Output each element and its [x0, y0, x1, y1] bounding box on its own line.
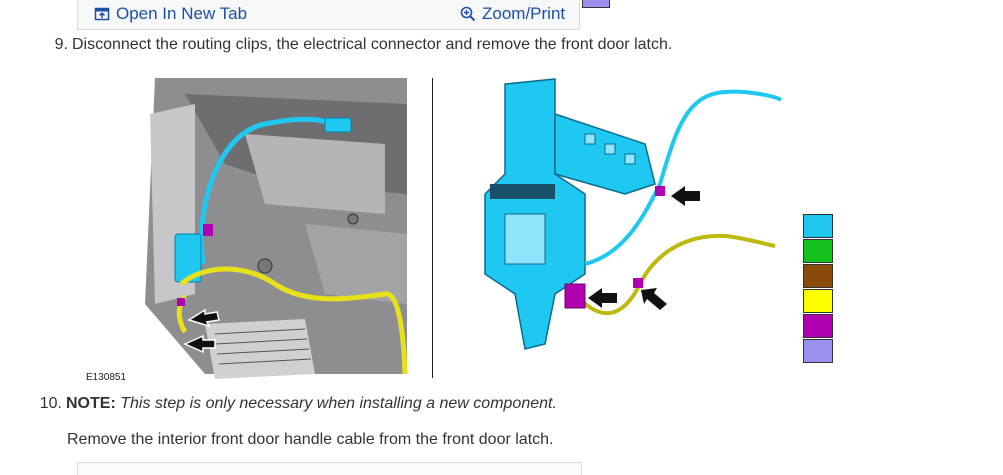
open-in-new-tab-link[interactable]: Open In New Tab — [94, 4, 247, 24]
legend-swatch — [803, 314, 833, 338]
door-latch-illustration[interactable] — [85, 74, 785, 384]
legend-swatch — [803, 264, 833, 288]
door-interior-view — [141, 78, 408, 380]
zoom-in-icon — [460, 6, 476, 22]
next-figure-frame — [77, 462, 582, 475]
legend-swatch — [803, 289, 833, 313]
legend-swatch — [803, 239, 833, 263]
step-number: 9. — [54, 36, 68, 53]
step-9: 9.Disconnect the routing clips, the elec… — [44, 35, 673, 55]
open-in-new-tab-icon — [94, 7, 110, 21]
open-in-new-tab-label: Open In New Tab — [116, 4, 248, 23]
figure-id: E130851 — [86, 372, 127, 383]
legend-swatch — [803, 339, 833, 363]
color-legend — [803, 214, 833, 364]
figure-divider — [432, 78, 433, 378]
legend-swatch — [803, 214, 833, 238]
step-text: Disconnect the routing clips, the electr… — [72, 36, 673, 53]
note-text: This step is only necessary when install… — [120, 395, 557, 412]
door-latch-view — [484, 78, 783, 350]
step-text: Remove the interior front door handle ca… — [67, 431, 554, 448]
step-10: 10.NOTE: This step is only necessary whe… — [38, 394, 557, 414]
zoom-print-link[interactable]: Zoom/Print — [460, 4, 565, 24]
legend-swatch-partial — [582, 0, 610, 8]
image-toolbar: Open In New Tab Zoom/Print — [77, 0, 580, 30]
note-label: NOTE: — [66, 395, 116, 412]
step-number: 10. — [39, 395, 62, 412]
zoom-print-label: Zoom/Print — [482, 4, 566, 23]
illustration-graphic — [141, 78, 783, 380]
